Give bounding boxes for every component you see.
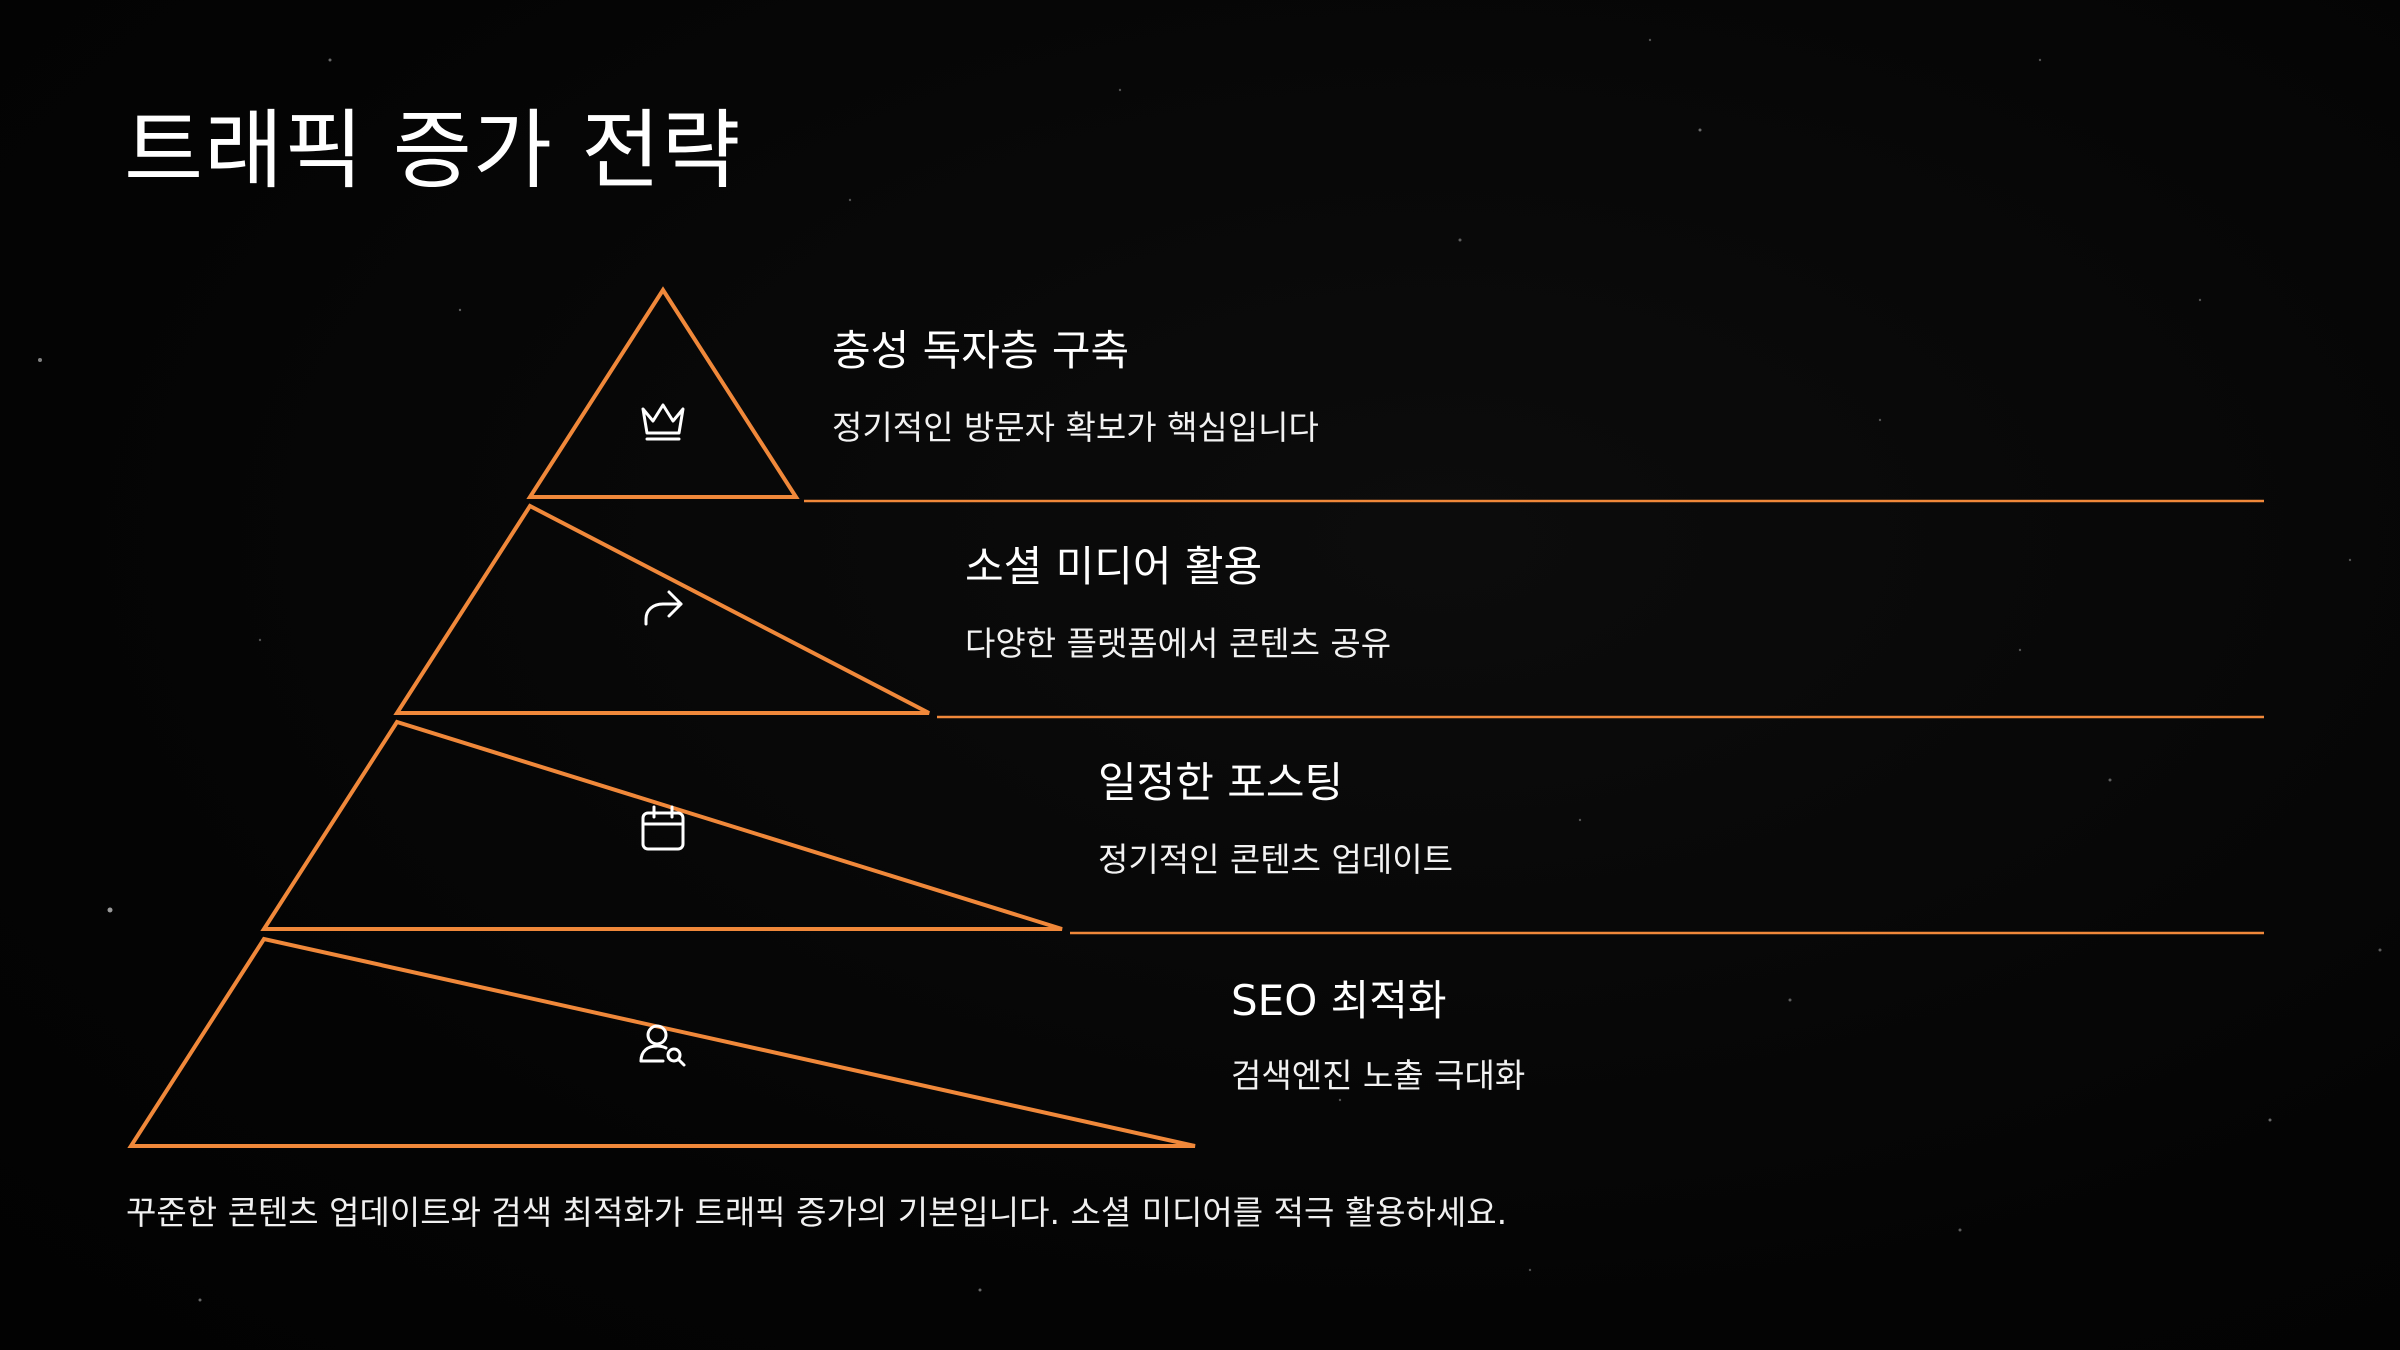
level-desc-loyal-readers: 정기적인 방문자 확보가 핵심입니다 (832, 408, 1319, 447)
pyramid-level-4 (127, 936, 1196, 1148)
pyramid-level-3 (260, 719, 1063, 931)
level-title-social-media: 소셜 미디어 활용 (965, 542, 1263, 591)
calendar-icon (633, 799, 693, 859)
page-title: 트래픽 증가 전략 (124, 101, 742, 201)
level-desc-posting: 정기적인 콘텐츠 업데이트 (1098, 840, 1453, 879)
pyramid-level-1 (526, 286, 800, 499)
user-search-icon (633, 1015, 693, 1075)
share-icon (633, 578, 693, 638)
level-title-loyal-readers: 충성 독자층 구축 (832, 326, 1130, 375)
crown-icon (633, 391, 693, 451)
footer-note: 꾸준한 콘텐츠 업데이트와 검색 최적화가 트래픽 증가의 기본입니다. 소셜 … (126, 1193, 1508, 1232)
level-desc-seo: 검색엔진 노출 극대화 (1231, 1056, 1526, 1095)
level-title-seo: SEO 최적화 (1231, 976, 1447, 1025)
level-title-posting: 일정한 포스팅 (1098, 758, 1344, 807)
level-desc-social-media: 다양한 플랫폼에서 콘텐츠 공유 (965, 624, 1392, 663)
pyramid-level-2 (393, 503, 930, 715)
